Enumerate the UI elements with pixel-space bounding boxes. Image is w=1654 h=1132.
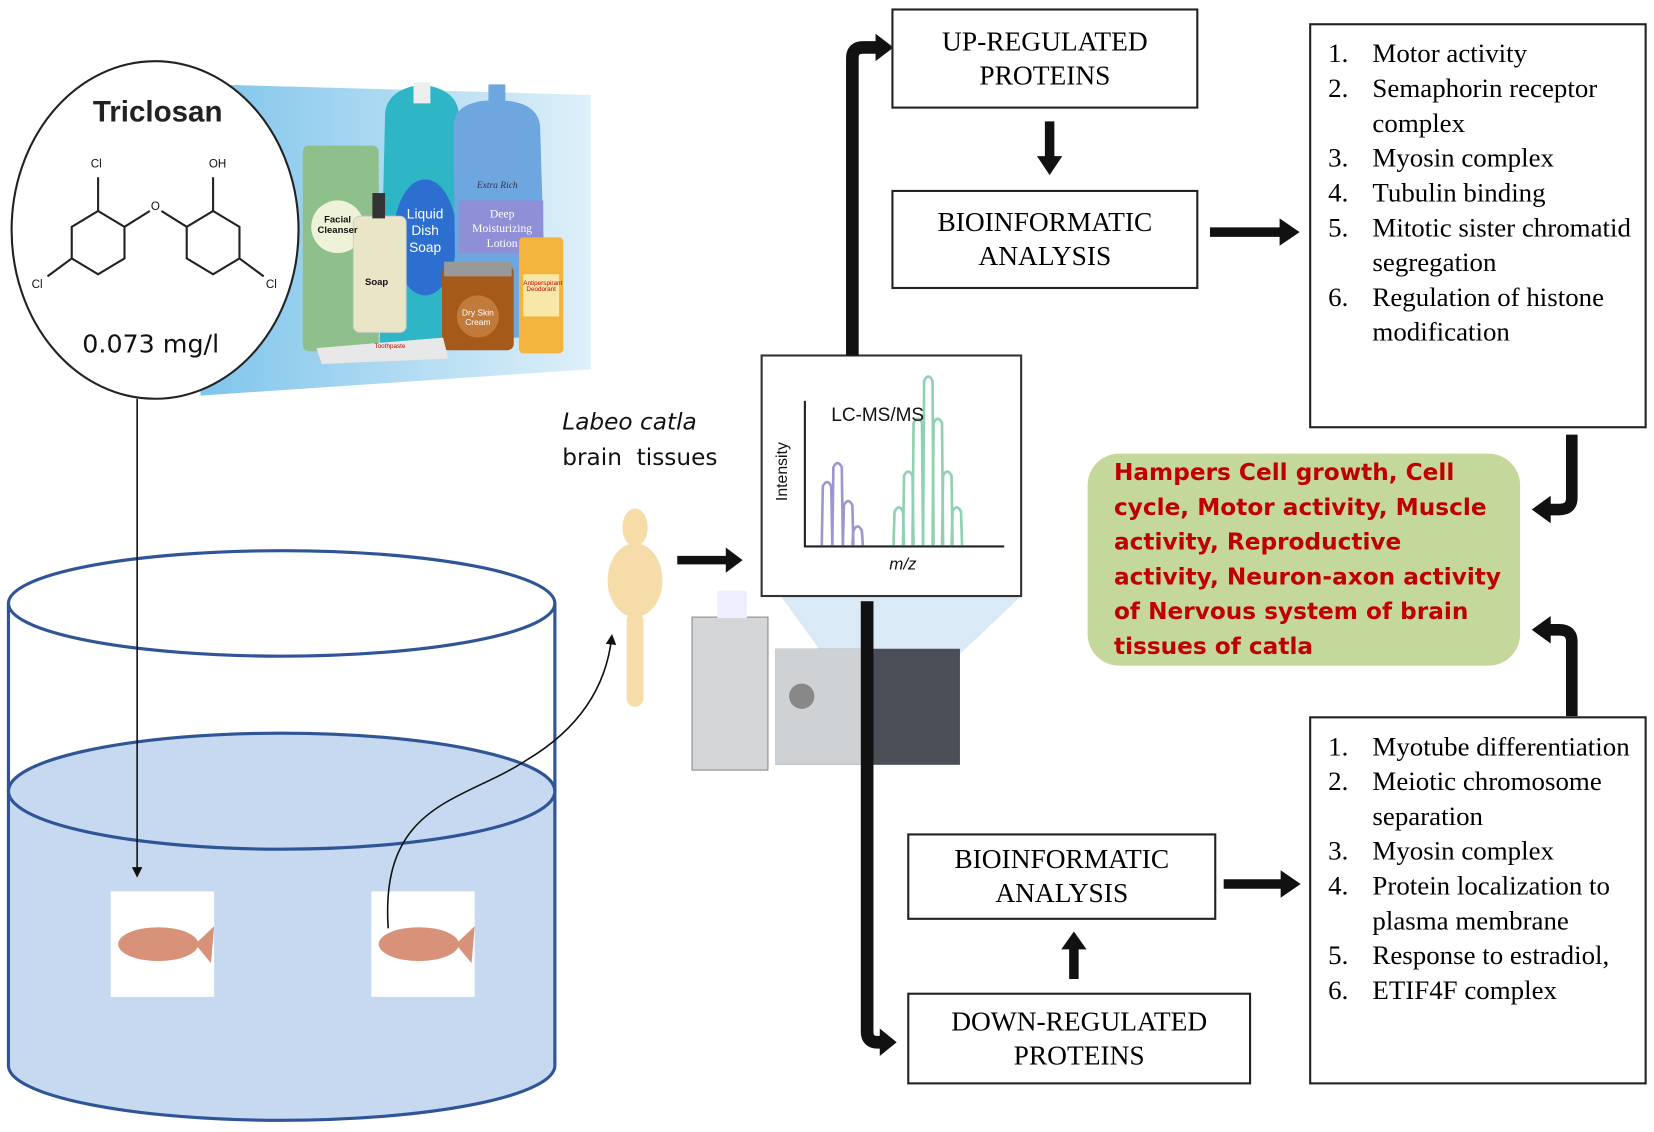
spectrum-peak [921, 375, 935, 546]
product-label: Antiperspirant Deodorant [523, 280, 563, 294]
item-number: 5. [1328, 212, 1349, 243]
spectrum-peak [820, 480, 834, 546]
product-label: Dry Skin Cream [461, 308, 494, 328]
item-text: Semaphorin receptor complex [1372, 72, 1598, 139]
atom-label-o: O [150, 200, 160, 214]
product-label: Deep Moisturizing Lotion [472, 207, 533, 251]
item-number: 3. [1328, 142, 1349, 174]
brain-illustration [607, 508, 663, 707]
list-item: 6. ETIF4F complex [1328, 973, 1636, 1008]
box-label: DOWN-REGULATED [951, 1005, 1208, 1037]
fish-control [110, 891, 215, 997]
item-number: 4. [1328, 177, 1349, 208]
triclosan-structure [46, 177, 265, 278]
item-text: Myotube differentiation [1372, 731, 1630, 762]
upregulated-bioinformatic-analysis-box: BIOINFORMATIC ANALYSIS [891, 189, 1199, 290]
atom-label-cl: Cl [31, 278, 43, 292]
spectrum-peak [940, 470, 954, 546]
product-label: Liquid Dish Soap [406, 205, 444, 256]
box-label: ANALYSIS [995, 877, 1129, 909]
spectrum-peak [830, 461, 845, 546]
atom-label-oh: OH [208, 158, 227, 171]
box-label: BIOINFORMATIC [937, 206, 1153, 238]
item-number: 6. [1328, 281, 1349, 313]
item-number: 6. [1328, 974, 1349, 1006]
item-number: 4. [1328, 870, 1349, 901]
spectrum-peak [950, 506, 964, 546]
item-text: Motor activity [1372, 37, 1528, 69]
downregulated-terms-list: 1. Myotube differentiation 2. Meiotic chrom… [1309, 716, 1647, 1085]
item-text: Myosin complex [1372, 835, 1554, 867]
item-text: Mitotic sister chromatid segregation [1372, 212, 1631, 278]
atom-label-cl: Cl [265, 278, 277, 292]
spectrum-peak [851, 525, 865, 546]
spectrum-y-label: Intensity [773, 442, 792, 502]
list-item: 2. Semaphorin receptor complex [1328, 71, 1636, 141]
item-text: Meiotic chromosome separation [1372, 765, 1602, 832]
item-number: 3. [1328, 835, 1349, 867]
upregulated-proteins-box: UP-REGULATED PROTEINS [891, 8, 1199, 109]
product-label: Extra Rich [476, 179, 518, 190]
item-number: 5. [1328, 939, 1349, 971]
spectrum-peak [841, 499, 855, 546]
spectrum-title: LC-MS/MS [831, 404, 925, 426]
box-label: ANALYSIS [978, 240, 1112, 272]
list-item: 1. Motor activity [1328, 36, 1636, 71]
item-text: Regulation of histone modification [1372, 281, 1605, 348]
list-item: 4. Tubulin binding [1328, 175, 1636, 210]
concentration-label: 0.073 mg/l [82, 329, 220, 359]
compound-name: Triclosan [92, 94, 223, 128]
list-item: 3. Myosin complex [1328, 833, 1636, 868]
atom-label-cl: Cl [90, 158, 102, 171]
list-item: 5. Mitotic sister chromatid segregation [1328, 210, 1636, 280]
box-label: PROTEINS [1013, 1039, 1145, 1071]
spectrum-peak [931, 417, 945, 546]
item-number: 1. [1328, 37, 1349, 69]
list-item: 6. Regulation of histone modification [1328, 280, 1636, 350]
box-label: PROTEINS [979, 59, 1111, 91]
exposure-tank [6, 549, 557, 1122]
spectrum-peaks [820, 375, 964, 546]
spectrum-peak [911, 417, 925, 546]
item-number: 1. [1328, 731, 1349, 762]
species-label: Labeo catla [562, 409, 697, 436]
fish-exposed [371, 891, 475, 997]
lcms-instrument [691, 590, 960, 771]
triclosan-circle [10, 60, 300, 400]
downregulated-proteins-box: DOWN-REGULATED PROTEINS [907, 992, 1252, 1085]
box-label: BIOINFORMATIC [954, 843, 1170, 875]
item-number: 2. [1328, 72, 1349, 104]
outcome-box: Hampers Cell growth, Cell cycle, Motor a… [1087, 453, 1521, 666]
box-label: UP-REGULATED [942, 25, 1148, 57]
dissection-arrow [386, 634, 617, 929]
tissue-label: brain tissues [562, 445, 718, 472]
item-number: 2. [1328, 765, 1349, 797]
product-label: Soap [364, 276, 389, 287]
consumer-products-illustration [302, 82, 564, 364]
list-item: 2. Meiotic chromosome separation [1328, 764, 1636, 834]
item-text: ETIF4F complex [1372, 974, 1557, 1006]
item-text: Response to estradiol, [1372, 939, 1610, 971]
downregulated-bioinformatic-analysis-box: BIOINFORMATIC ANALYSIS [907, 833, 1217, 920]
list-item: 3. Myosin complex [1328, 140, 1636, 175]
list-item: 4. Protein localization to plasma membran… [1328, 868, 1636, 938]
product-label: Toothpaste [374, 343, 406, 351]
item-text: Myosin complex [1372, 142, 1554, 174]
upregulated-terms-list: 1. Motor activity 2. Semaphorin receptor co… [1309, 23, 1647, 429]
item-text: Tubulin binding [1372, 177, 1546, 208]
list-item: 1. Myotube differentiation [1328, 729, 1636, 764]
spectrum-x-label: m/z [889, 555, 917, 574]
product-label: Facial Cleanser [317, 214, 358, 236]
item-text: Protein localization to plasma membrane [1372, 870, 1610, 936]
list-item: 5. Response to estradiol, [1328, 938, 1636, 973]
